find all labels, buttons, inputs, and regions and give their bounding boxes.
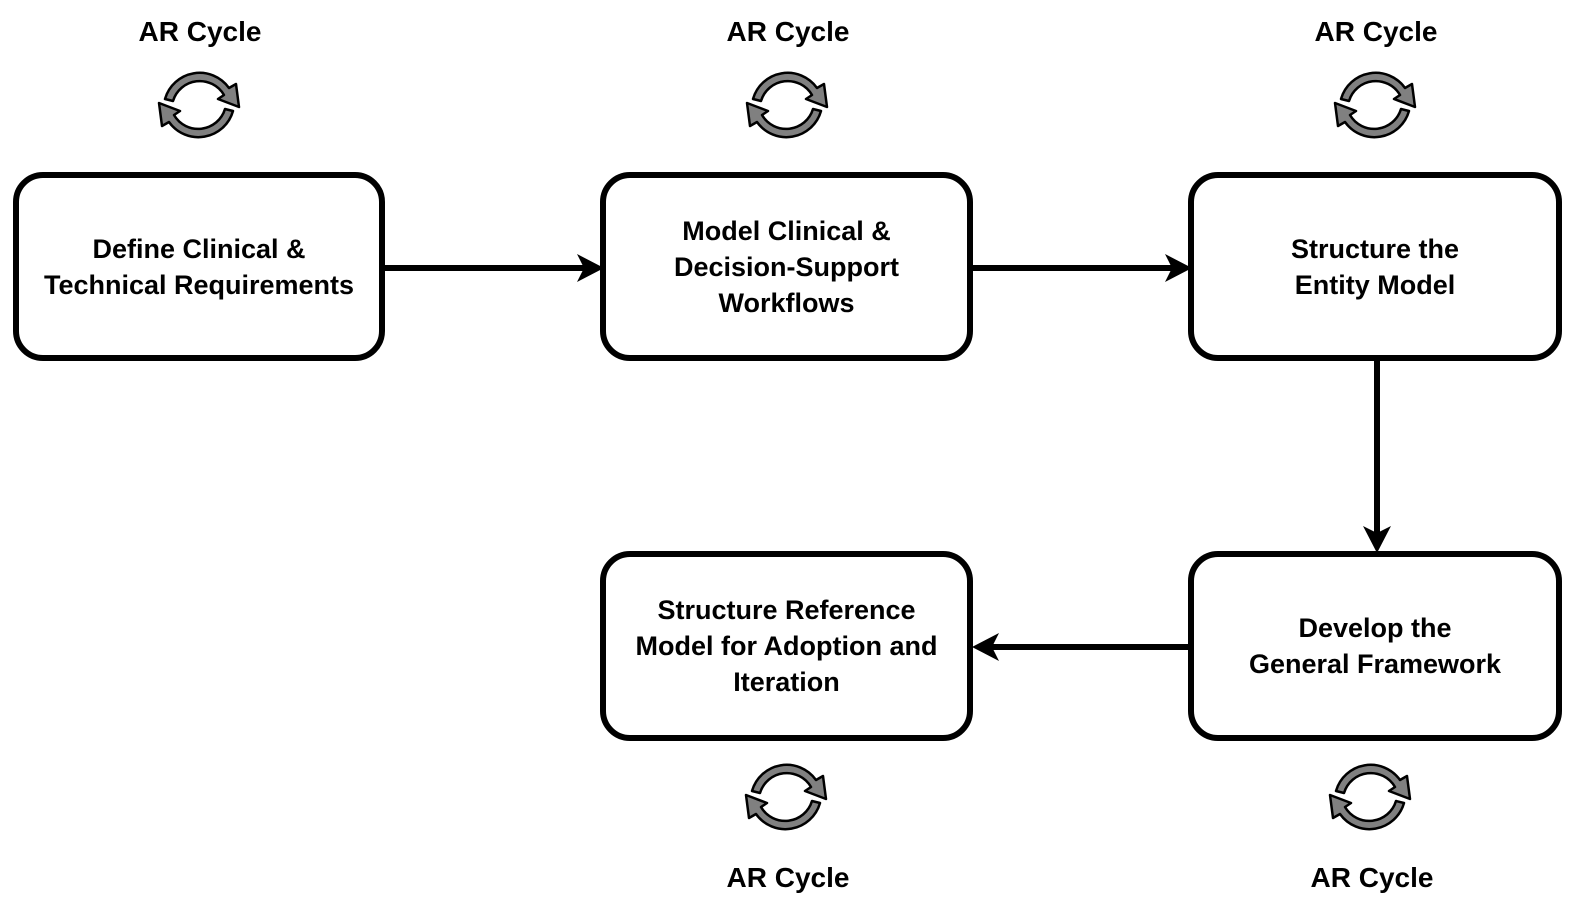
- step-define-requirements: Define Clinical & Technical Requirements: [13, 172, 385, 361]
- cycle-label-structure-reference: AR Cycle: [726, 862, 850, 893]
- step-label: Develop the General Framework: [1248, 613, 1502, 679]
- step-structure-reference-model: Structure Reference Model for Adoption a…: [600, 551, 973, 741]
- arrow-model-to-structure-entity: [972, 254, 1192, 282]
- cycle-label-define: AR Cycle: [138, 16, 262, 47]
- step-label: Model Clinical & Decision-Support Workfl…: [673, 215, 899, 318]
- cycle-arrows-icon: [157, 71, 241, 139]
- step-label: Structure Reference Model for Adoption a…: [635, 595, 938, 697]
- step-model-workflows: Model Clinical & Decision-Support Workfl…: [600, 172, 973, 361]
- arrow-develop-to-structure-reference: [972, 633, 1190, 661]
- arrow-define-to-model: [384, 254, 604, 282]
- cycle-arrows-icon: [1333, 71, 1417, 139]
- cycle-arrows-icon: [1328, 763, 1412, 831]
- step-develop-framework: Develop the General Framework: [1188, 551, 1562, 741]
- cycle-arrows-icon: [744, 763, 828, 831]
- cycle-label-model: AR Cycle: [726, 16, 850, 47]
- cycle-label-develop: AR Cycle: [1310, 862, 1434, 893]
- step-label: Structure the Entity Model: [1290, 233, 1460, 300]
- cycle-arrows-icon: [745, 71, 829, 139]
- arrow-structure-entity-to-develop: [1363, 360, 1391, 553]
- step-structure-entity-model: Structure the Entity Model: [1188, 172, 1562, 361]
- step-label: Define Clinical & Technical Requirements: [43, 233, 355, 300]
- cycle-label-structure-entity: AR Cycle: [1314, 16, 1438, 47]
